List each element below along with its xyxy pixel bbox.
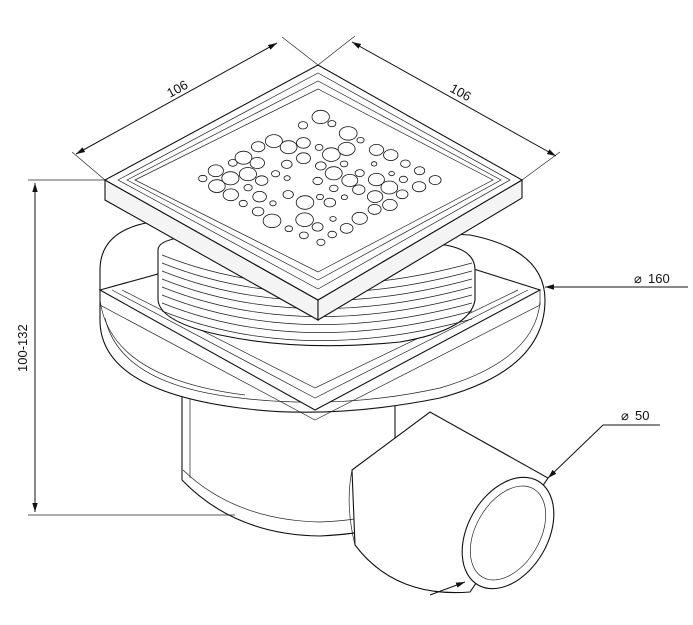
grate-hole — [367, 173, 385, 187]
grate-hole — [414, 166, 426, 176]
dim-height: 100-132 — [15, 179, 235, 516]
grate-hole — [311, 222, 324, 232]
grate-hole — [329, 216, 337, 222]
grate-hole — [208, 179, 226, 193]
grate-hole — [315, 161, 327, 171]
grate-hole — [228, 159, 238, 167]
grate-hole — [338, 126, 358, 141]
grate-hole — [281, 159, 293, 169]
grate-hole — [323, 197, 337, 208]
grate-hole — [296, 137, 311, 149]
grate-hole — [339, 160, 349, 168]
grate-hole — [262, 213, 282, 229]
grate-hole — [299, 231, 309, 240]
grate-hole — [314, 143, 324, 151]
grate-hole — [296, 152, 311, 165]
grate-hole — [368, 143, 385, 156]
grate-hole — [341, 173, 359, 187]
grate-hole — [398, 175, 408, 183]
grate-hole — [238, 199, 248, 208]
grate-hole — [271, 170, 281, 178]
grate-hole — [340, 194, 348, 201]
grate-hole — [339, 223, 354, 234]
grate-hole — [327, 230, 337, 239]
grate-hole — [316, 193, 324, 201]
grate-hole — [207, 164, 224, 178]
grate-hole — [380, 180, 399, 195]
dim-flange-diameter: ⌀ 160 — [545, 271, 688, 290]
grate-hole — [366, 190, 384, 203]
grate-hole — [411, 181, 427, 193]
grate-hole — [370, 161, 378, 167]
dim-106-left-label: 106 — [164, 77, 190, 101]
grate-hole — [322, 147, 341, 162]
grate-hole — [295, 195, 315, 210]
grate-hole — [337, 141, 356, 156]
grate-hole — [327, 120, 337, 128]
diameter-symbol-50: ⌀ — [621, 408, 629, 423]
grate-hole — [382, 198, 398, 211]
grate-hole — [238, 167, 257, 182]
grate-hole — [383, 149, 399, 162]
grate-hole — [282, 190, 294, 199]
grate-hole — [243, 184, 253, 192]
dim-106-left: 106 — [71, 36, 319, 181]
grate-hole — [329, 184, 339, 193]
grate-hole — [279, 140, 298, 155]
dim-flange-diameter-label: 160 — [648, 271, 670, 286]
grate-hole — [400, 159, 411, 168]
grate-hole — [283, 175, 291, 181]
dim-outlet-diameter-label: 50 — [635, 408, 649, 423]
grate-hole — [264, 134, 283, 149]
grate-hole — [222, 188, 239, 202]
grate-hole — [255, 175, 269, 186]
grate-hole — [428, 175, 442, 186]
grate-hole — [251, 141, 266, 153]
dim-outlet-diameter: ⌀ 50 — [429, 408, 660, 596]
grate-hole — [352, 184, 366, 195]
grate-hole — [284, 225, 293, 233]
grate-hole — [312, 176, 323, 186]
grate-hole — [354, 169, 365, 178]
grate-hole — [316, 238, 326, 246]
grate-hole — [324, 166, 343, 181]
grate-hole — [351, 211, 368, 225]
dim-height-label: 100-132 — [15, 324, 30, 372]
grate-hole — [367, 203, 382, 215]
grate-hole — [249, 157, 265, 169]
outlet-pipe — [348, 411, 555, 594]
grate-hole — [388, 171, 395, 177]
diameter-symbol-160: ⌀ — [634, 271, 642, 286]
grate-hole — [198, 174, 208, 183]
grate-hole — [269, 200, 277, 207]
grate-hole — [396, 189, 409, 200]
dim-106-right-label: 106 — [448, 81, 474, 105]
grate-hole — [252, 190, 267, 203]
grate-hole — [251, 206, 265, 217]
grate-hole — [311, 109, 330, 125]
grate-hole — [234, 150, 253, 165]
grate-hole — [221, 171, 240, 186]
grate-hole — [295, 212, 314, 227]
grate-hole — [297, 121, 309, 130]
grate-hole — [356, 136, 365, 144]
